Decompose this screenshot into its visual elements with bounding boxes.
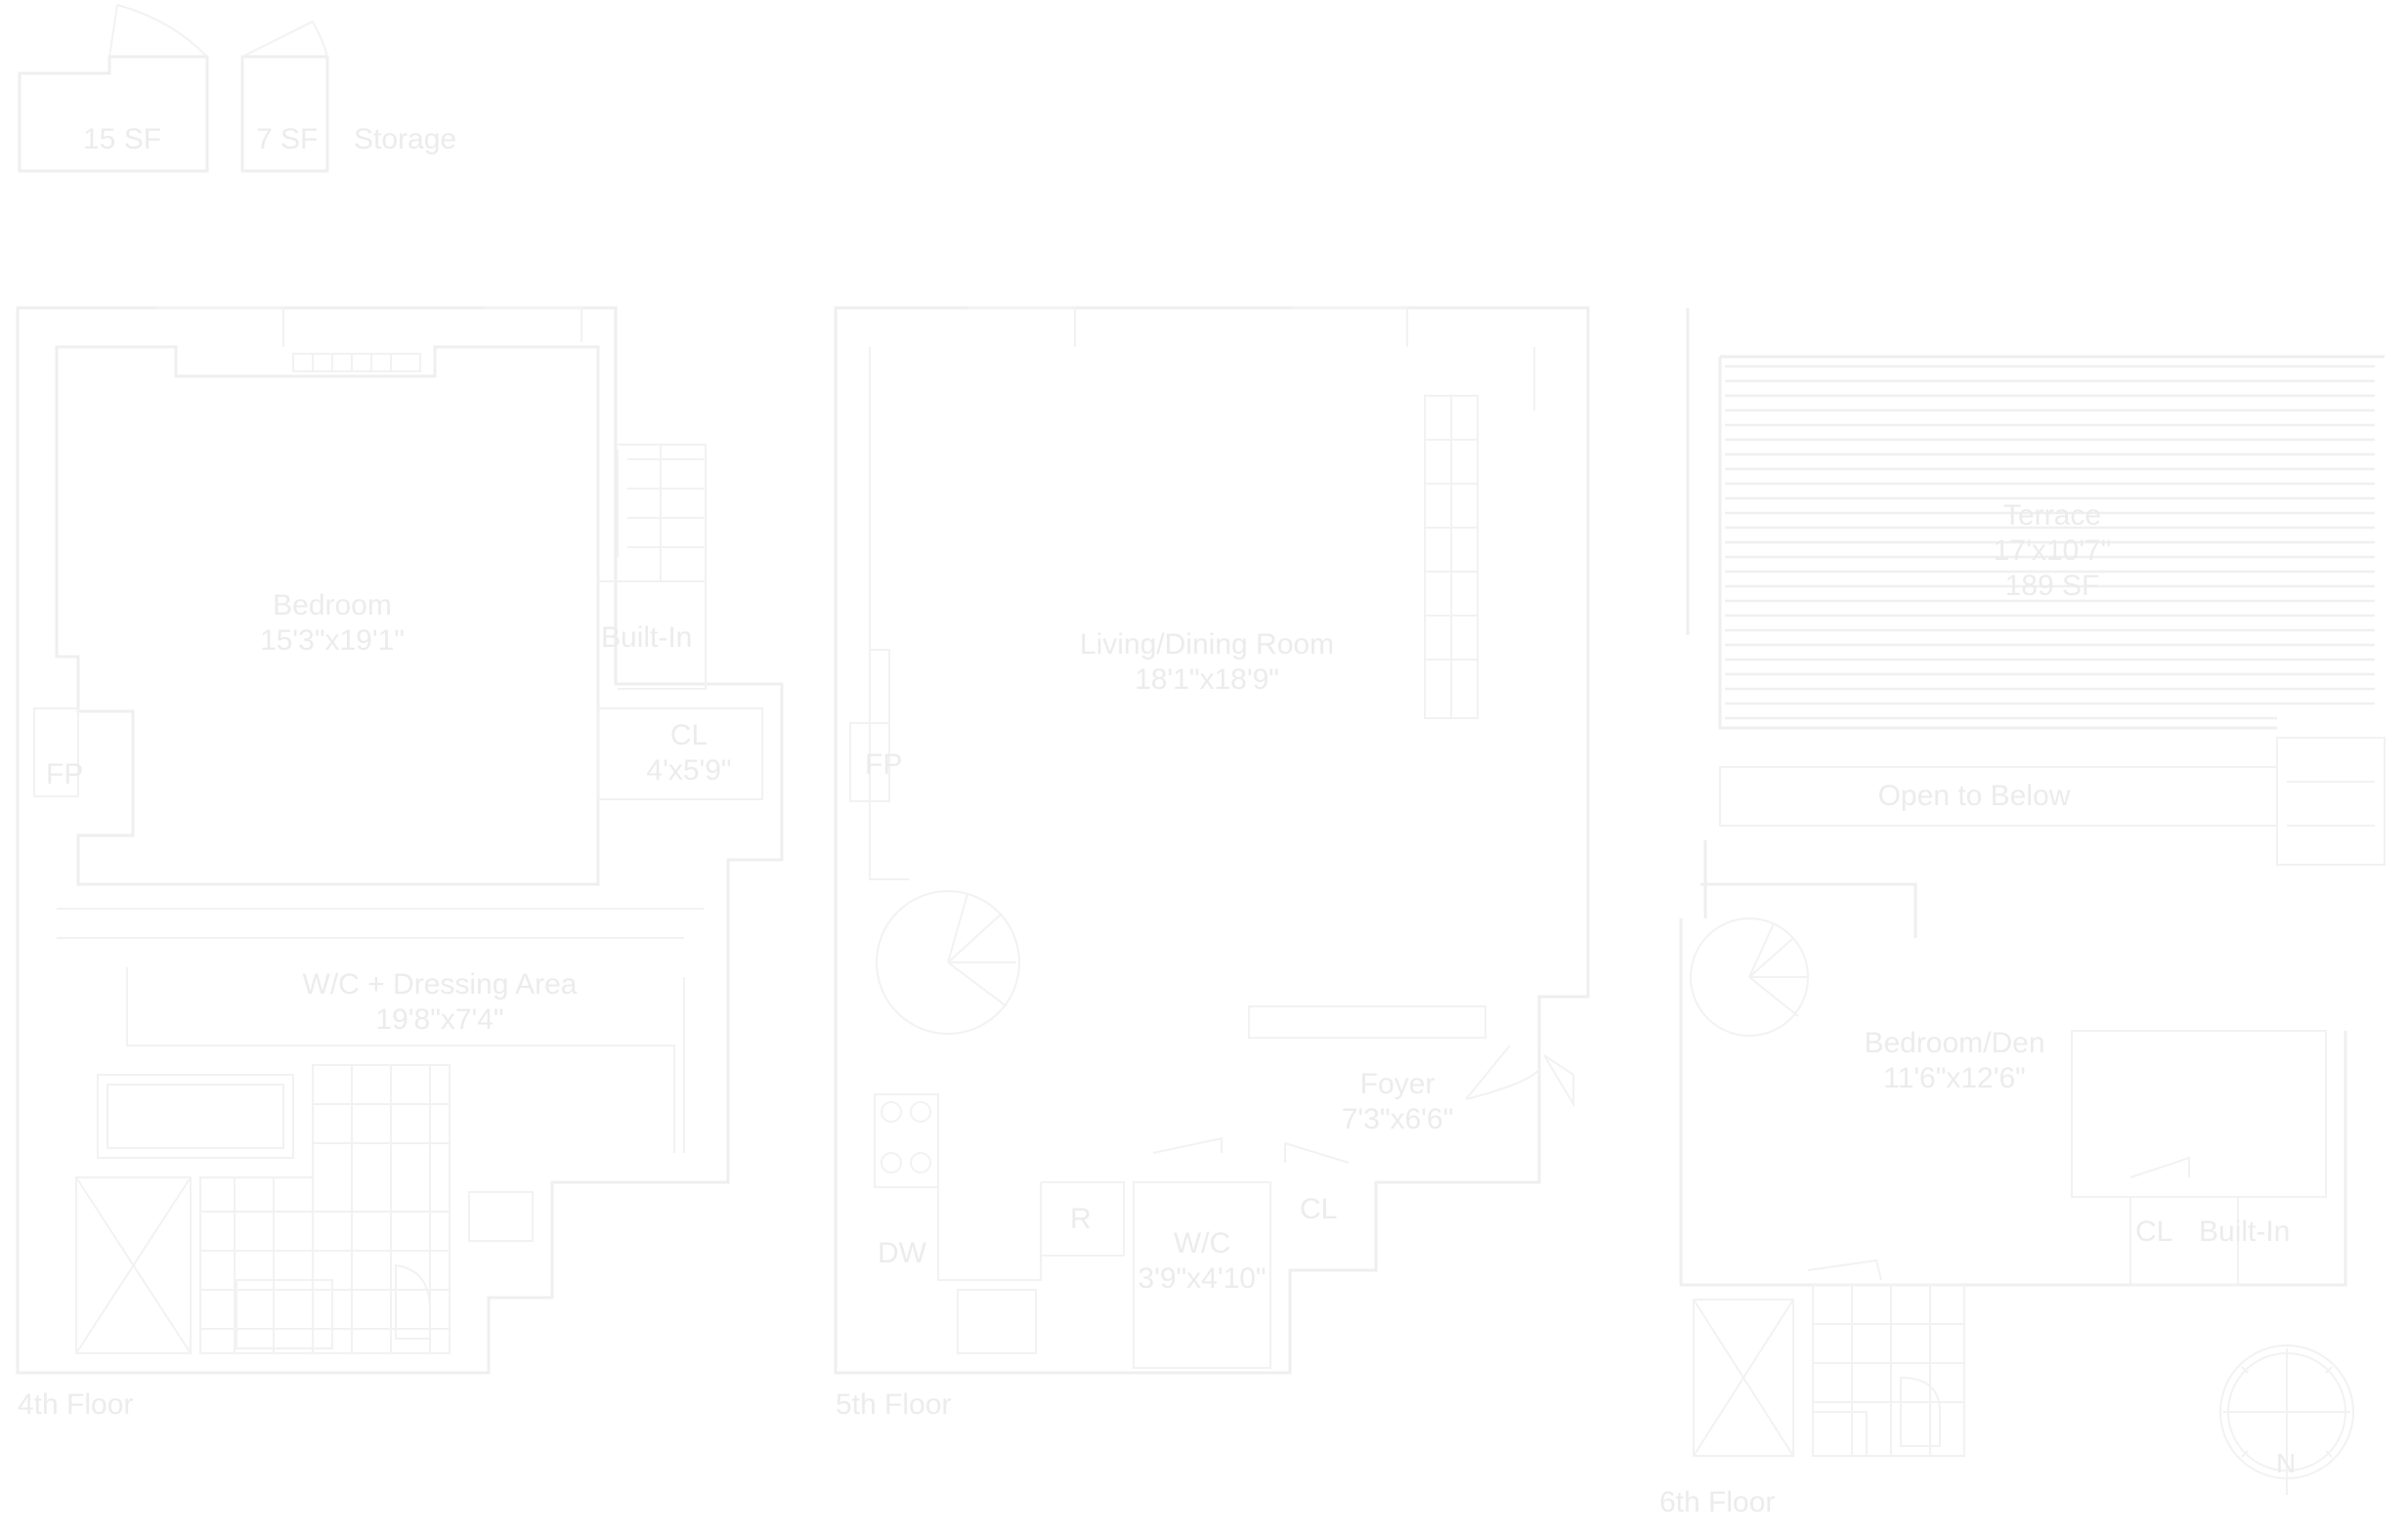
floor6-walls: [1679, 308, 2386, 1457]
floor4-fireplace-label: FP: [46, 758, 84, 790]
storage-label: Storage: [354, 123, 457, 155]
floor4-bedroom-label: Bedroom 15'3"x19'1": [235, 588, 430, 659]
floor6-terrace-label: Terrace 17'x10'7" 189 SF: [1993, 499, 2112, 602]
floor5-closet-label: CL: [1300, 1193, 1338, 1225]
compass-north-label: N: [2276, 1448, 2297, 1478]
floor5-dishwasher-label: DW: [878, 1237, 926, 1269]
floor5-foyer-label: Foyer 7'3"x6'6": [1341, 1068, 1454, 1135]
floor5-refrigerator-label: R: [1070, 1203, 1092, 1235]
floor4-label: 4th Floor: [18, 1388, 134, 1421]
storage-units: [18, 4, 329, 173]
floor5-living-label: Living/Dining Room 18'1"x18'9": [1079, 628, 1335, 696]
floor4-walls: [16, 306, 784, 1375]
floor4-wic-label: W/C + Dressing Area 19'8"x7'4": [302, 968, 578, 1036]
floor6-open-label: Open to Below: [1877, 780, 2071, 812]
floor6-label: 6th Floor: [1659, 1486, 1776, 1518]
floor4-closet-label: CL 4'x5'9": [646, 719, 732, 787]
storage-unit-1-label: 15 SF: [83, 123, 162, 155]
floor5-wic-label: W/C 3'9"x4'10": [1138, 1227, 1267, 1295]
compass-icon: [2219, 1344, 2354, 1495]
room-name: Bedroom: [273, 589, 392, 621]
floor6-builtin-label: Built-In: [2199, 1216, 2291, 1248]
floor6-bedroom-label: Bedroom/Den 11'6"x12'6": [1864, 1027, 2045, 1094]
floor4-builtin-label: Built-In: [601, 621, 693, 654]
floor5-walls: [834, 306, 1590, 1375]
floor5-label: 5th Floor: [836, 1388, 952, 1421]
room-dims: 15'3"x19'1": [260, 624, 405, 657]
floor5-fireplace-label: FP: [865, 748, 903, 781]
storage-unit-2-label: 7 SF: [256, 123, 319, 155]
floor6-closet-label: CL: [2135, 1216, 2173, 1248]
